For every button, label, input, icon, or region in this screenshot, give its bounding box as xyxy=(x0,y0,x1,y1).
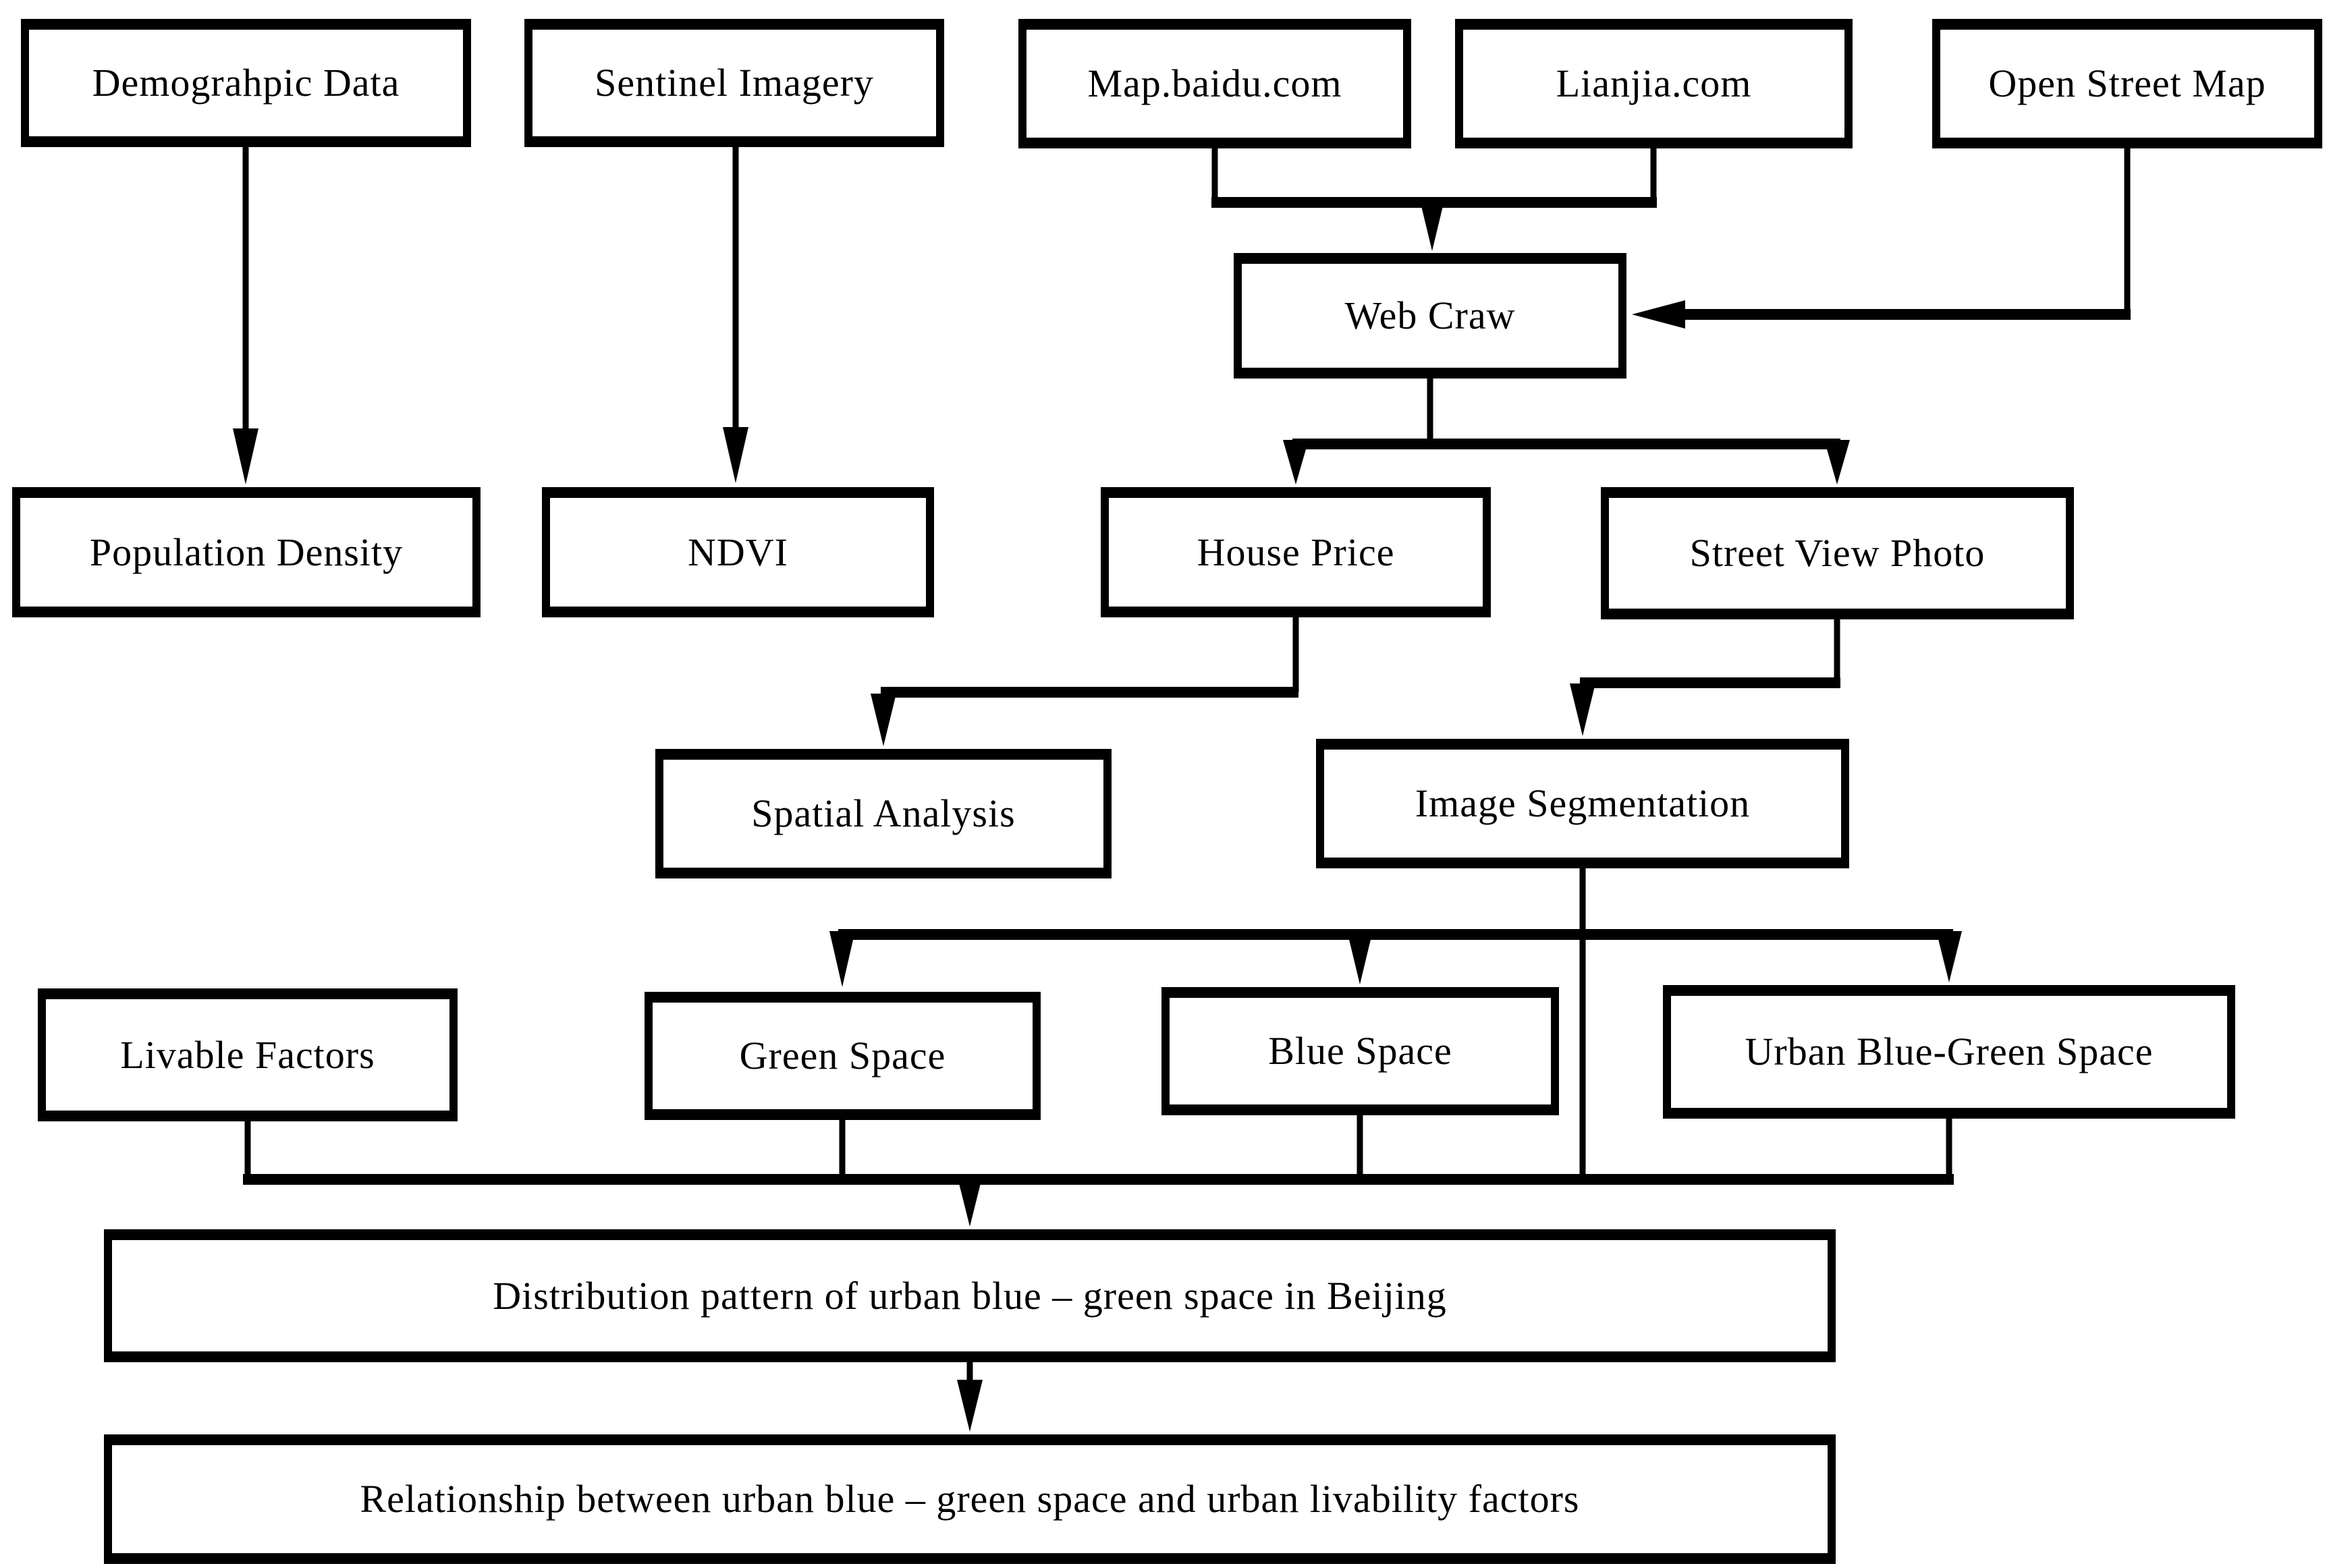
arrow-baidu-lianjia-to-web-craw xyxy=(1211,145,1657,251)
node-distribution-pattern-label: Distribution pattern of urban blue – gre… xyxy=(493,1273,1447,1318)
node-street-view-photo-label: Street View Photo xyxy=(1689,531,1986,576)
arrow-web-craw-to-house-and-street xyxy=(1283,374,1850,484)
node-urban-blue-green-space-label: Urban Blue-Green Space xyxy=(1745,1030,2154,1074)
node-sentinel-imagery-label: Sentinel Imagery xyxy=(595,61,874,105)
node-livable-factors-label: Livable Factors xyxy=(120,1032,375,1077)
arrow-factors-and-spaces-to-distribution xyxy=(243,1113,1954,1227)
arrow-street-view-to-image-segmentation xyxy=(1570,616,1840,736)
node-demographic-data: Demograhpic Data xyxy=(21,19,471,147)
node-lianjia-label: Lianjia.com xyxy=(1556,61,1752,106)
arrow-osm-to-web-craw xyxy=(1632,145,2131,329)
node-relationship-label: Relationship between urban blue – green … xyxy=(360,1477,1580,1521)
node-distribution-pattern: Distribution pattern of urban blue – gre… xyxy=(104,1229,1836,1362)
node-map-baidu-label: Map.baidu.com xyxy=(1087,61,1342,106)
node-ndvi: NDVI xyxy=(542,487,934,617)
node-street-view-photo: Street View Photo xyxy=(1601,487,2074,619)
arrow-sentinel-to-ndvi xyxy=(723,108,748,483)
node-green-space: Green Space xyxy=(645,992,1041,1120)
node-population-density-label: Population Density xyxy=(89,530,404,574)
node-map-baidu: Map.baidu.com xyxy=(1018,19,1411,148)
node-image-segmentation-label: Image Segmentation xyxy=(1415,781,1751,826)
node-spatial-analysis-label: Spatial Analysis xyxy=(751,791,1016,836)
node-blue-space-label: Blue Space xyxy=(1268,1029,1452,1073)
node-livable-factors: Livable Factors xyxy=(38,988,458,1121)
node-house-price-label: House Price xyxy=(1197,530,1395,574)
node-demographic-data-label: Demograhpic Data xyxy=(92,61,400,105)
node-lianjia: Lianjia.com xyxy=(1455,19,1853,148)
node-green-space-label: Green Space xyxy=(739,1034,946,1078)
node-web-craw-label: Web Craw xyxy=(1344,293,1516,338)
node-house-price: House Price xyxy=(1101,487,1491,617)
node-spatial-analysis: Spatial Analysis xyxy=(655,749,1112,878)
arrow-image-segmentation-to-spaces xyxy=(829,865,1962,1179)
node-open-street-map-label: Open Street Map xyxy=(1988,61,2266,106)
node-sentinel-imagery: Sentinel Imagery xyxy=(524,19,944,147)
node-image-segmentation: Image Segmentation xyxy=(1316,739,1849,868)
node-open-street-map: Open Street Map xyxy=(1932,19,2322,148)
node-population-density: Population Density xyxy=(12,487,481,617)
node-ndvi-label: NDVI xyxy=(688,530,788,574)
node-web-craw: Web Craw xyxy=(1234,253,1626,379)
arrow-house-price-to-spatial-analysis xyxy=(871,614,1299,746)
node-blue-space: Blue Space xyxy=(1161,987,1559,1115)
arrow-demographic-to-population-density xyxy=(233,142,258,484)
node-relationship: Relationship between urban blue – green … xyxy=(104,1434,1836,1564)
arrow-distribution-to-relationship xyxy=(957,1361,983,1432)
node-urban-blue-green-space: Urban Blue-Green Space xyxy=(1663,985,2235,1119)
